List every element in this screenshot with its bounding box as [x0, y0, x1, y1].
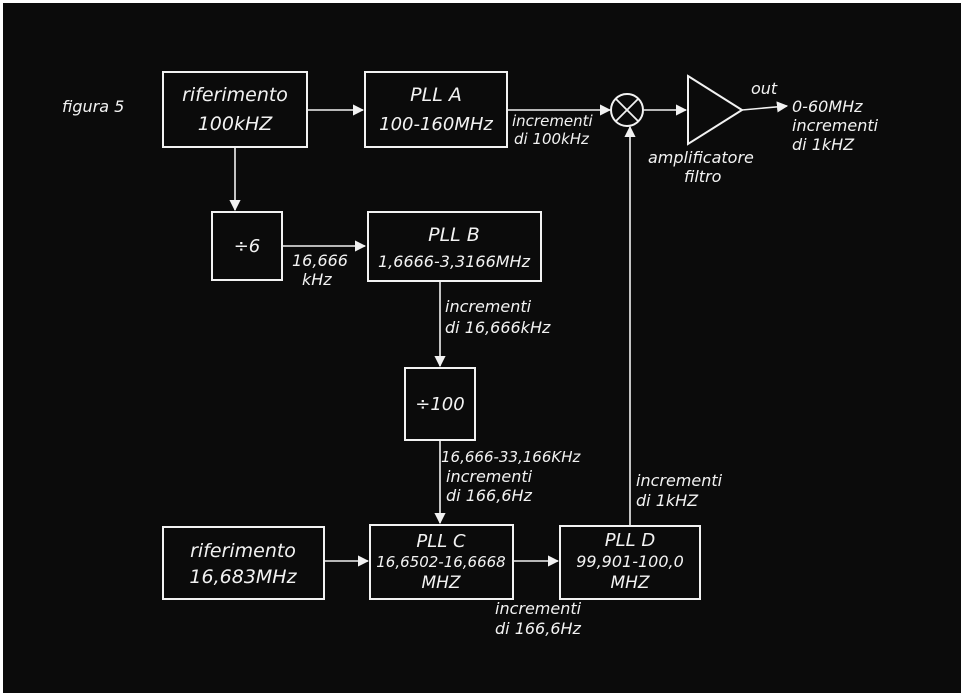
- div100-out-step-line1: incrementi: [446, 467, 533, 486]
- pll-d-title: PLL D: [605, 530, 656, 551]
- pll-d-unit: MHZ: [610, 573, 649, 593]
- block-ref-100khz: [162, 71, 308, 148]
- ref-16683-title: riferimento: [190, 540, 296, 562]
- block-div100: [404, 367, 476, 441]
- block-pll-a: [364, 71, 508, 148]
- pll-d-step-line2: di 1kHZ: [636, 491, 699, 510]
- block-div6: [211, 211, 283, 281]
- output-step-line1: incrementi: [792, 116, 879, 135]
- div100-label: ÷100: [415, 394, 464, 415]
- block-pll-b: [367, 211, 542, 282]
- filter-label: filtro: [684, 167, 722, 186]
- pll-a-range: 100-160MHz: [379, 114, 493, 135]
- pll-c-title: PLL C: [416, 531, 466, 552]
- pll-b-step-line1: incrementi: [445, 297, 532, 316]
- pll-c-unit: MHZ: [421, 573, 460, 593]
- amplifier-symbol: [687, 74, 744, 146]
- div100-out-range: 16,666-33,166KHz: [441, 448, 581, 466]
- pll-d-step-line1: incrementi: [636, 471, 723, 490]
- pll-b-step-line2: di 16,666kHz: [445, 318, 551, 337]
- pll-b-range: 1,6666-3,3166MHz: [378, 252, 531, 271]
- block-pll-c: [369, 524, 514, 600]
- block-ref-16683mhz: [162, 526, 325, 600]
- pll-a-step-line1: incrementi: [512, 112, 594, 130]
- freq-16666-unit: kHz: [302, 270, 332, 289]
- ref-16683-freq: 16,683MHz: [189, 566, 297, 588]
- pll-c-range: 16,6502-16,6668: [376, 553, 505, 571]
- div6-label: ÷6: [234, 236, 261, 257]
- pll-c-step-line1: incrementi: [495, 599, 582, 618]
- figure-label: figura 5: [62, 97, 124, 116]
- pll-a-step-line2: di 100kHz: [514, 130, 590, 148]
- div100-out-step-line2: di 166,6Hz: [446, 486, 533, 505]
- pll-b-title: PLL B: [428, 224, 480, 246]
- pll-a-title: PLL A: [410, 84, 462, 106]
- output-freq: 0-60MHz: [792, 97, 863, 116]
- pll-c-step-line2: di 166,6Hz: [495, 619, 582, 638]
- block-pll-d: [559, 525, 701, 600]
- wire-amp-to-out: [741, 101, 789, 113]
- output-step-line2: di 1kHZ: [792, 135, 855, 154]
- mixer-cross-icon: [615, 98, 639, 122]
- pll-d-range: 99,901-100,0: [576, 552, 684, 571]
- amplifier-label: amplificatore: [648, 148, 754, 167]
- photo-right-edge: [961, 0, 967, 696]
- ref-100khz-freq: 100kHZ: [198, 113, 274, 135]
- freq-16666-value: 16,666: [292, 251, 348, 270]
- out-label: out: [751, 79, 778, 98]
- ref-100khz-title: riferimento: [182, 84, 288, 106]
